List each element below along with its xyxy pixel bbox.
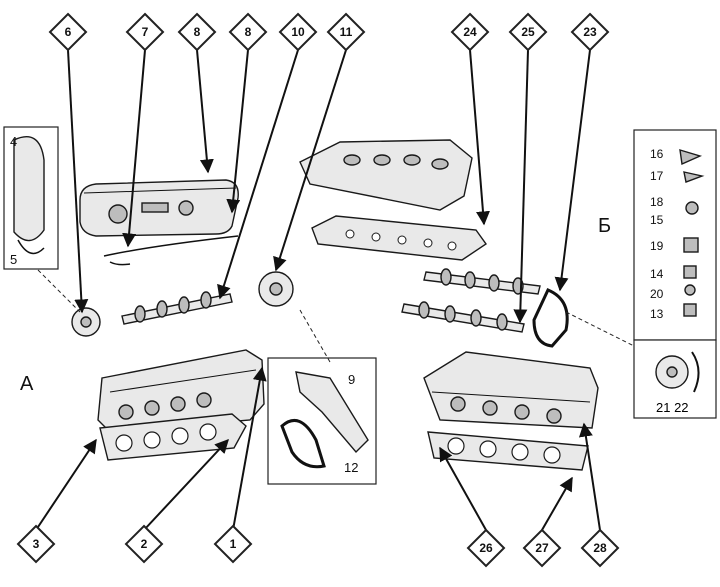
svg-text:8: 8: [194, 25, 201, 39]
svg-text:10: 10: [291, 25, 305, 39]
valve-cover-gasket-right: [311, 215, 487, 261]
head-gasket-right: [427, 431, 589, 471]
callout-8b: 8: [228, 12, 268, 52]
callout-arrows: [35, 49, 601, 531]
inset-label-5: 5: [10, 252, 17, 267]
camshaft-right-lower: [401, 301, 525, 333]
svg-text:23: 23: [583, 25, 597, 39]
callout-1: 1: [213, 524, 253, 564]
callout-10: 10: [278, 12, 318, 52]
timing-belt-inset: 9 12: [267, 357, 377, 485]
svg-text:27: 27: [535, 541, 549, 555]
callout-2: 2: [124, 524, 164, 564]
svg-text:28: 28: [593, 541, 607, 555]
callout-26: 26: [466, 528, 506, 568]
valve-label-15: 15: [650, 213, 664, 227]
camshaft-right-upper: [423, 268, 541, 295]
gear-inset: 21 22: [633, 339, 717, 419]
svg-text:26: 26: [479, 541, 493, 555]
inset-label-4: 4: [10, 134, 17, 149]
valve-parts-inset: 16 17 18 15 19 14 20 13: [633, 129, 717, 341]
callout-24: 24: [450, 12, 490, 52]
camshaft-left: [121, 291, 233, 325]
valve-label-13: 13: [650, 307, 664, 321]
callout-11: 11: [326, 12, 366, 52]
valve-label-18: 18: [650, 195, 664, 209]
callout-28: 28: [580, 528, 620, 568]
callout-6: 6: [48, 12, 88, 52]
svg-text:3: 3: [33, 537, 40, 551]
section-label-a: А: [20, 373, 34, 395]
dashed-leaders: [37, 269, 635, 363]
callout-25: 25: [508, 12, 548, 52]
valve-cover-gasket-left: [103, 235, 239, 266]
valve-cover-left: [79, 179, 239, 237]
camshaft-gear-left: [71, 307, 101, 337]
valve-label-16: 16: [650, 147, 664, 161]
svg-text:7: 7: [142, 25, 149, 39]
callout-8a: 8: [177, 12, 217, 52]
head-gasket-left: [99, 413, 247, 461]
section-label-b: Б: [598, 215, 611, 237]
belt-inset-label-12: 12: [344, 460, 358, 475]
callout-23: 23: [570, 12, 610, 52]
callout-3: 3: [16, 524, 56, 564]
cylinder-head-right: [423, 351, 599, 429]
camshaft-gear-mid: [258, 271, 294, 307]
valve-label-19: 19: [650, 239, 664, 253]
timing-cover-inset-left: 4 5: [3, 126, 59, 270]
belt-inset-label-9: 9: [348, 372, 355, 387]
gear-inset-label: 21 22: [656, 400, 689, 415]
svg-text:24: 24: [463, 25, 477, 39]
callout-7: 7: [125, 12, 165, 52]
valve-label-17: 17: [650, 169, 664, 183]
callout-27: 27: [522, 528, 562, 568]
svg-text:25: 25: [521, 25, 535, 39]
svg-text:6: 6: [65, 25, 72, 39]
valve-cover-right: [299, 139, 473, 211]
svg-text:11: 11: [340, 25, 353, 39]
svg-text:8: 8: [245, 25, 252, 39]
cylinder-head-left: [97, 349, 265, 433]
timing-chain: [532, 288, 569, 348]
valve-label-14: 14: [650, 267, 664, 281]
svg-text:2: 2: [141, 537, 148, 551]
valve-label-20: 20: [650, 287, 664, 301]
svg-text:1: 1: [230, 537, 237, 551]
